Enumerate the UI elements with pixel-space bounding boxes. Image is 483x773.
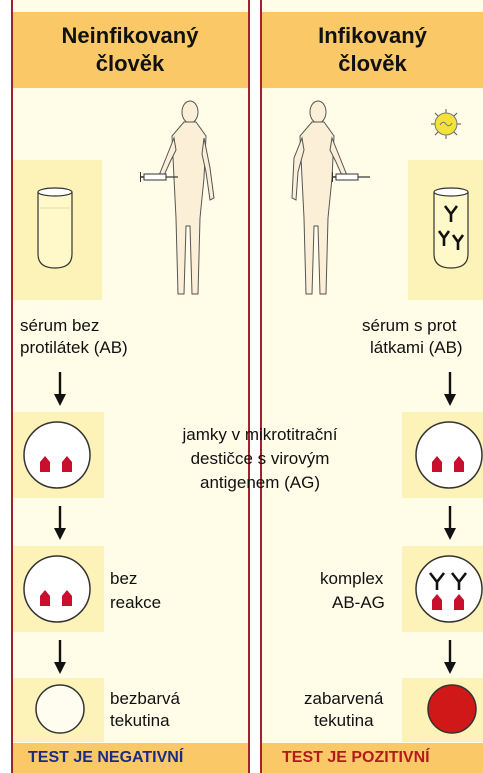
- left-border-line: [11, 0, 13, 773]
- down-arrow-icon: [54, 506, 66, 540]
- wells-caption-line1: jamky v mikrotitrační: [160, 424, 360, 445]
- syringe-icon: [140, 170, 180, 184]
- down-arrow-icon: [54, 640, 66, 674]
- positive-header: Infikovaný člověk: [262, 12, 483, 88]
- positive-column: Infikovaný člověk: [262, 0, 483, 773]
- negative-header: Neinfikovaný člověk: [12, 12, 248, 88]
- test-tube-icon: [34, 186, 76, 272]
- right-reaction-line2: AB-AG: [332, 592, 385, 613]
- middle-border-line-2: [260, 0, 262, 773]
- left-serum-line1: sérum bez: [20, 315, 99, 336]
- negative-header-line2: člověk: [12, 50, 248, 78]
- virus-icon: [430, 108, 462, 140]
- left-serum-line2: protilátek (AB): [20, 337, 128, 358]
- syringe-icon: [332, 170, 372, 184]
- middle-border-line: [248, 0, 250, 773]
- left-liquid-line2: tekutina: [110, 710, 170, 731]
- positive-result: TEST JE POZITIVNÍ: [262, 743, 483, 773]
- down-arrow-icon: [54, 372, 66, 406]
- positive-header-line1: Infikovaný: [262, 22, 483, 50]
- colorless-liquid-icon: [34, 683, 86, 735]
- right-serum-line1: sérum s prot: [362, 315, 456, 336]
- human-figure-icon: [130, 98, 220, 298]
- left-reaction-line1: bez: [110, 568, 137, 589]
- human-figure-icon: [288, 98, 378, 298]
- right-reaction-line1: komplex: [320, 568, 383, 589]
- right-liquid-line2: tekutina: [314, 710, 374, 731]
- colored-liquid-icon: [426, 683, 478, 735]
- positive-header-line2: člověk: [262, 50, 483, 78]
- well-icon: [414, 420, 483, 490]
- well-icon: [22, 420, 92, 490]
- left-liquid-line1: bezbarvá: [110, 688, 180, 709]
- test-tube-icon: [430, 186, 472, 272]
- right-liquid-line1: zabarvená: [304, 688, 383, 709]
- negative-result: TEST JE NEGATIVNÍ: [12, 743, 248, 773]
- down-arrow-icon: [444, 372, 456, 406]
- wells-caption-line2: destičce s virovým: [160, 448, 360, 469]
- wells-caption-line3: antigenem (AG): [160, 472, 360, 493]
- right-serum-line2: látkami (AB): [370, 337, 463, 358]
- negative-column: Neinfikovaný člověk sérum bez: [12, 0, 248, 773]
- well-icon: [22, 554, 92, 624]
- negative-header-line1: Neinfikovaný: [12, 22, 248, 50]
- antibody-antigen-complex-icon: [414, 554, 483, 624]
- down-arrow-icon: [444, 640, 456, 674]
- left-reaction-line2: reakce: [110, 592, 161, 613]
- down-arrow-icon: [444, 506, 456, 540]
